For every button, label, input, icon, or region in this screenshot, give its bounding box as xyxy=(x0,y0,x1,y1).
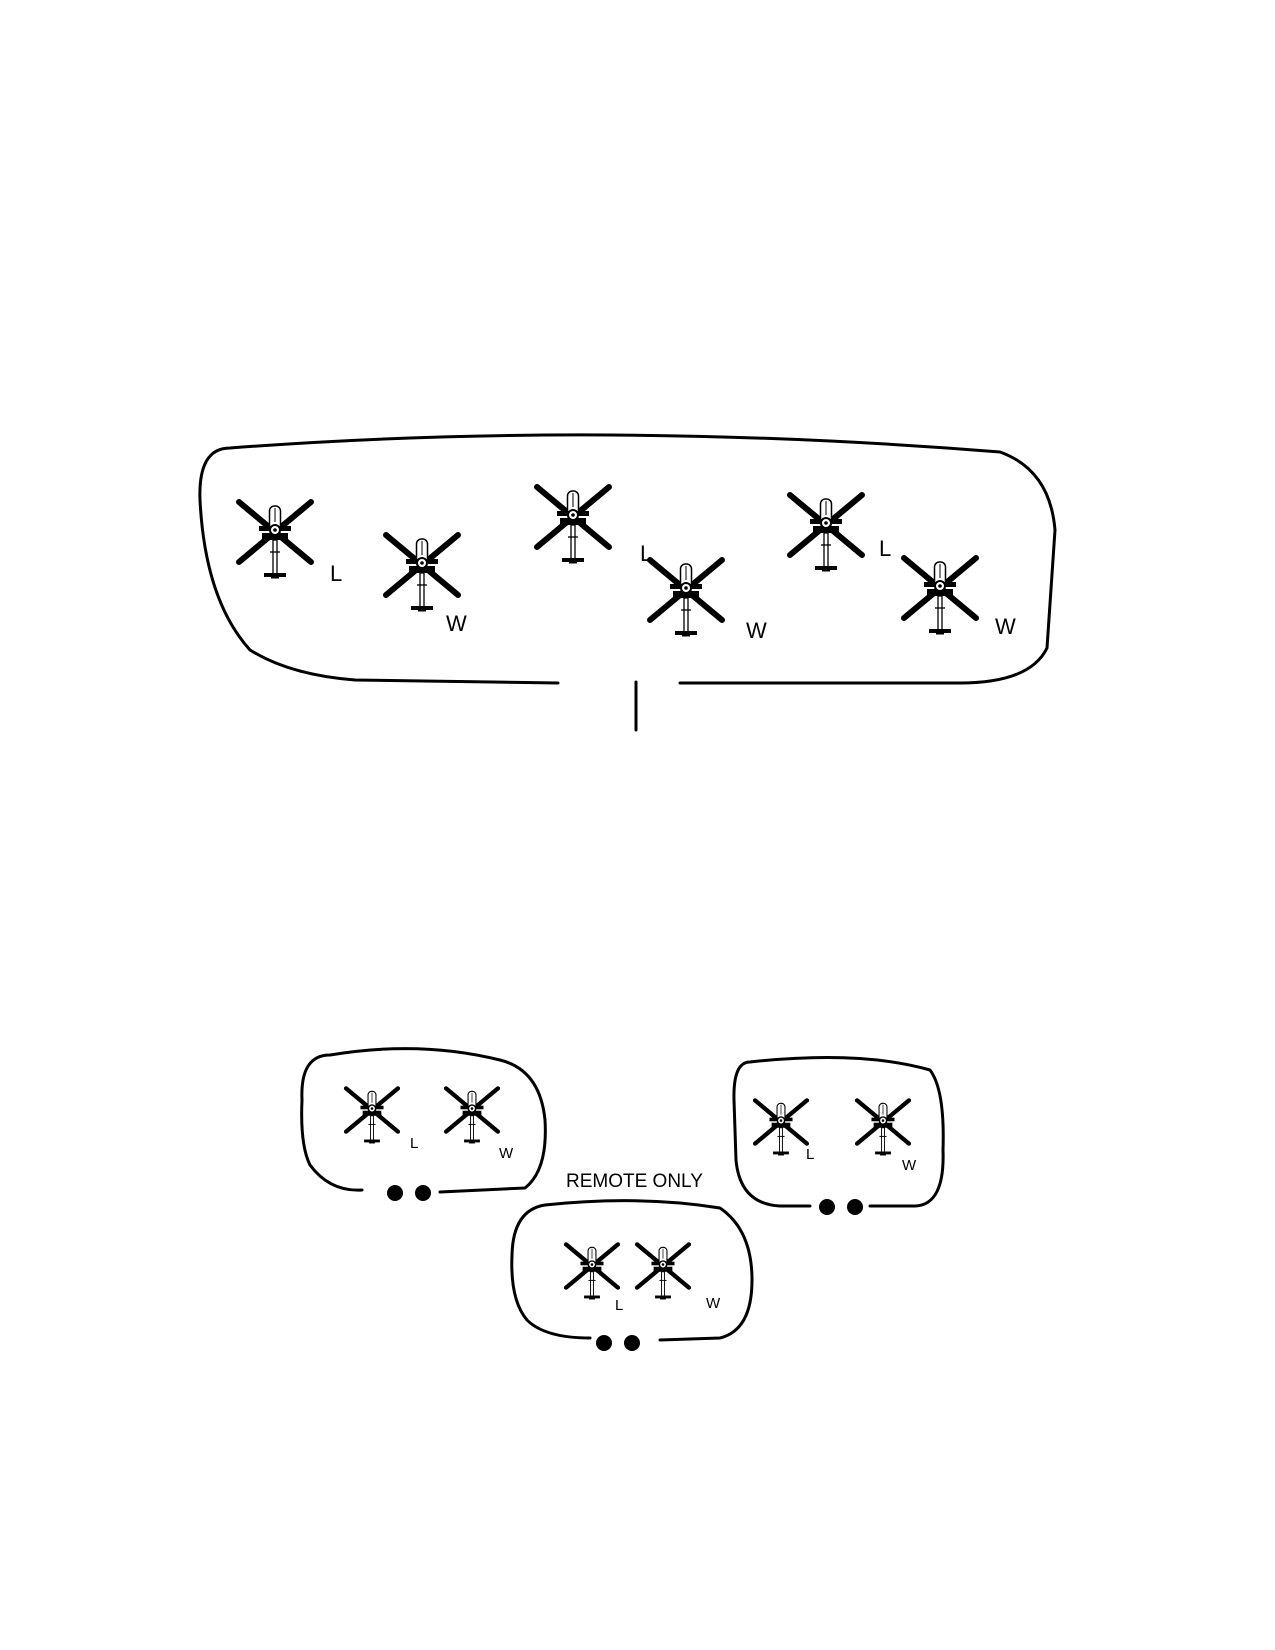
helicopter-icon xyxy=(790,495,862,570)
marker-dot xyxy=(624,1335,640,1351)
helicopter-icon xyxy=(637,1244,689,1298)
wing-label: W xyxy=(995,614,1016,639)
lead-label: L xyxy=(806,1146,815,1163)
helicopter-icon xyxy=(566,1244,618,1298)
marker-dot xyxy=(847,1199,863,1215)
helicopter-icon xyxy=(239,502,311,577)
lead-label: L xyxy=(410,1135,419,1152)
helicopter-icon xyxy=(346,1088,398,1142)
wing-label: W xyxy=(499,1145,514,1162)
wing-label: W xyxy=(706,1295,721,1312)
small-group-outline xyxy=(510,1199,754,1342)
large-group-outline xyxy=(198,433,1057,685)
helicopter-icon xyxy=(650,560,722,635)
wing-label: W xyxy=(446,611,467,636)
lead-label: L xyxy=(640,541,653,566)
helicopter-icon xyxy=(386,535,458,610)
marker-dot xyxy=(819,1199,835,1215)
small-group-outline xyxy=(300,1047,547,1194)
helicopter-icon xyxy=(904,558,976,633)
lead-label: L xyxy=(330,561,343,586)
remote-only-caption: REMOTE ONLY xyxy=(566,1171,703,1192)
lead-label: L xyxy=(879,536,892,561)
marker-dot xyxy=(596,1335,612,1351)
helicopter-icon xyxy=(755,1100,807,1154)
small-group-outline xyxy=(732,1056,945,1208)
helicopter-icon xyxy=(537,487,609,562)
helicopter-icon xyxy=(857,1100,909,1154)
marker-dot xyxy=(415,1185,431,1201)
lead-label: L xyxy=(615,1297,624,1314)
helicopter-icon xyxy=(446,1088,498,1142)
marker-dot xyxy=(387,1185,403,1201)
wing-label: W xyxy=(746,618,767,643)
wing-label: W xyxy=(902,1157,917,1174)
